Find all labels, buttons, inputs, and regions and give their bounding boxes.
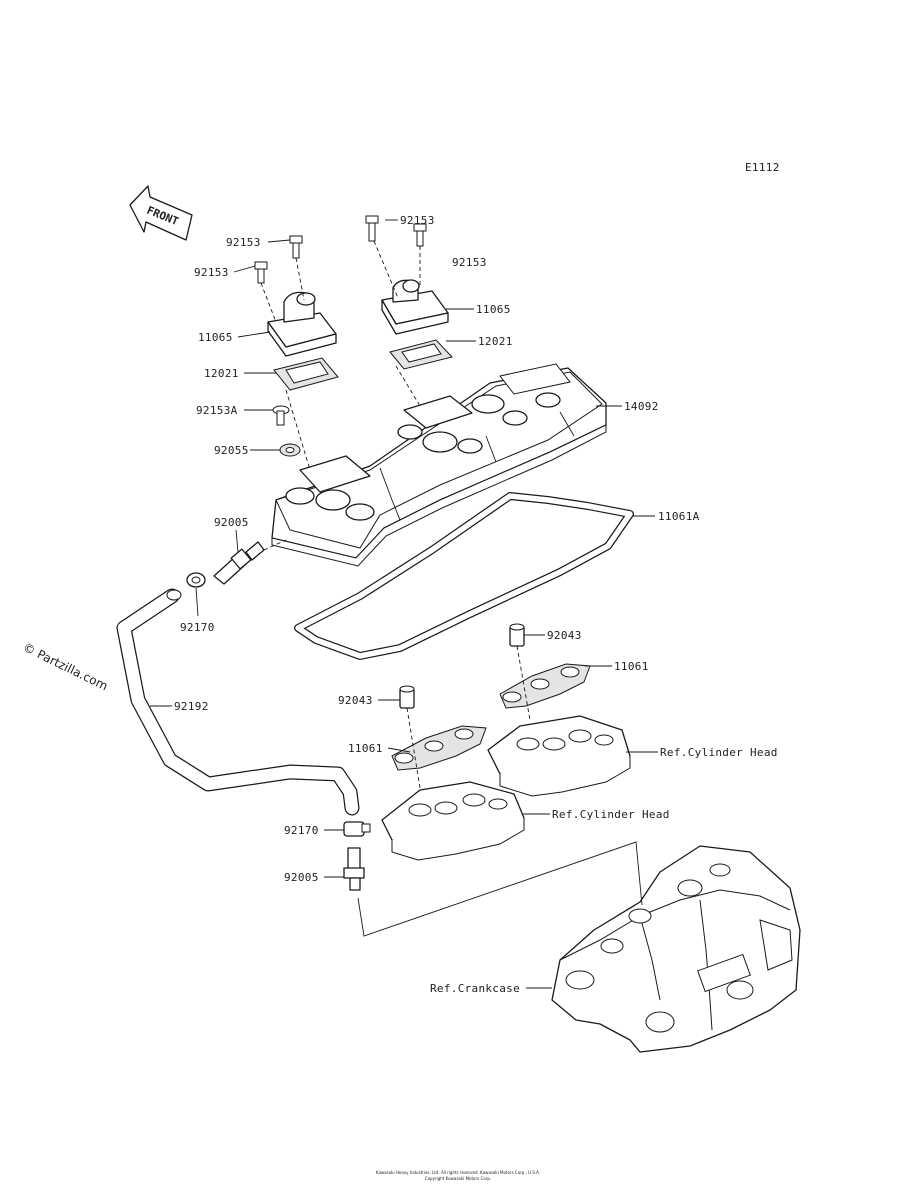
label-14092: 14092: [624, 400, 659, 413]
gasket-11061-upper: [499, 663, 591, 709]
dowel-92043-upper: [509, 623, 525, 647]
watermark-text: © Partzilla.com: [21, 640, 110, 693]
bolt-92153A: [272, 405, 290, 426]
clamp-92170-upper: [186, 572, 206, 588]
head-cover-gasket-11061A: [294, 492, 634, 660]
bolt-92153-right-b: [413, 223, 427, 247]
clamp-92170-lower: [343, 821, 371, 837]
cylinder-head-cover-14092: [271, 363, 607, 567]
label-92153: 92153: [452, 256, 487, 269]
label-11061: 11061: [348, 742, 383, 755]
copyright-line-2: Copyright Kawasaki Motors Corp.: [425, 1176, 491, 1181]
label-92170: 92170: [180, 621, 215, 634]
label-11065: 11065: [476, 303, 511, 316]
label-92055: 92055: [214, 444, 249, 457]
front-direction-arrow: FRONT: [129, 185, 193, 241]
label-ref-cylinder-head: Ref.Cylinder Head: [552, 808, 670, 821]
bolt-92153-left-a: [289, 235, 303, 259]
label-12021: 12021: [204, 367, 239, 380]
bolt-92153-right-a: [365, 215, 379, 242]
fitting-92005-lower: [343, 847, 365, 891]
bolt-92153-left-b: [254, 261, 268, 284]
label-92005: 92005: [214, 516, 249, 529]
label-92192: 92192: [174, 700, 209, 713]
label-92153: 92153: [400, 214, 435, 227]
label-92043: 92043: [338, 694, 373, 707]
breather-hose-92192: [116, 588, 360, 816]
left-breather-assembly: [254, 235, 339, 457]
label-92043: 92043: [547, 629, 582, 642]
label-ref-cylinder-head: Ref.Cylinder Head: [660, 746, 778, 759]
cylinder-head-ref-lower: [381, 781, 525, 861]
label-92153: 92153: [194, 266, 229, 279]
label-12021: 12021: [478, 335, 513, 348]
label-11061A: 11061A: [658, 510, 700, 523]
label-ref-crankcase: Ref.Crankcase: [430, 982, 520, 995]
figure-code: E1112: [745, 161, 780, 174]
cylinder-head-ref-upper: [487, 715, 631, 797]
leader-lines: [150, 219, 658, 989]
part-labels: 92153 92153 92153 92153 11065 11065 1202…: [174, 214, 778, 995]
label-92153: 92153: [226, 236, 261, 249]
label-11061: 11061: [614, 660, 649, 673]
fitting-92005-upper: [213, 541, 265, 585]
label-92170: 92170: [284, 824, 319, 837]
label-11065: 11065: [198, 331, 233, 344]
crankcase-ref: [551, 845, 801, 1053]
label-92153A: 92153A: [196, 404, 238, 417]
copyright-line-1: Kawasaki Heavy Industries, Ltd. All righ…: [376, 1170, 540, 1175]
right-breather-assembly: [365, 215, 453, 370]
dowel-92043-lower: [399, 685, 415, 709]
label-92005: 92005: [284, 871, 319, 884]
gasket-11061-lower: [391, 725, 487, 771]
